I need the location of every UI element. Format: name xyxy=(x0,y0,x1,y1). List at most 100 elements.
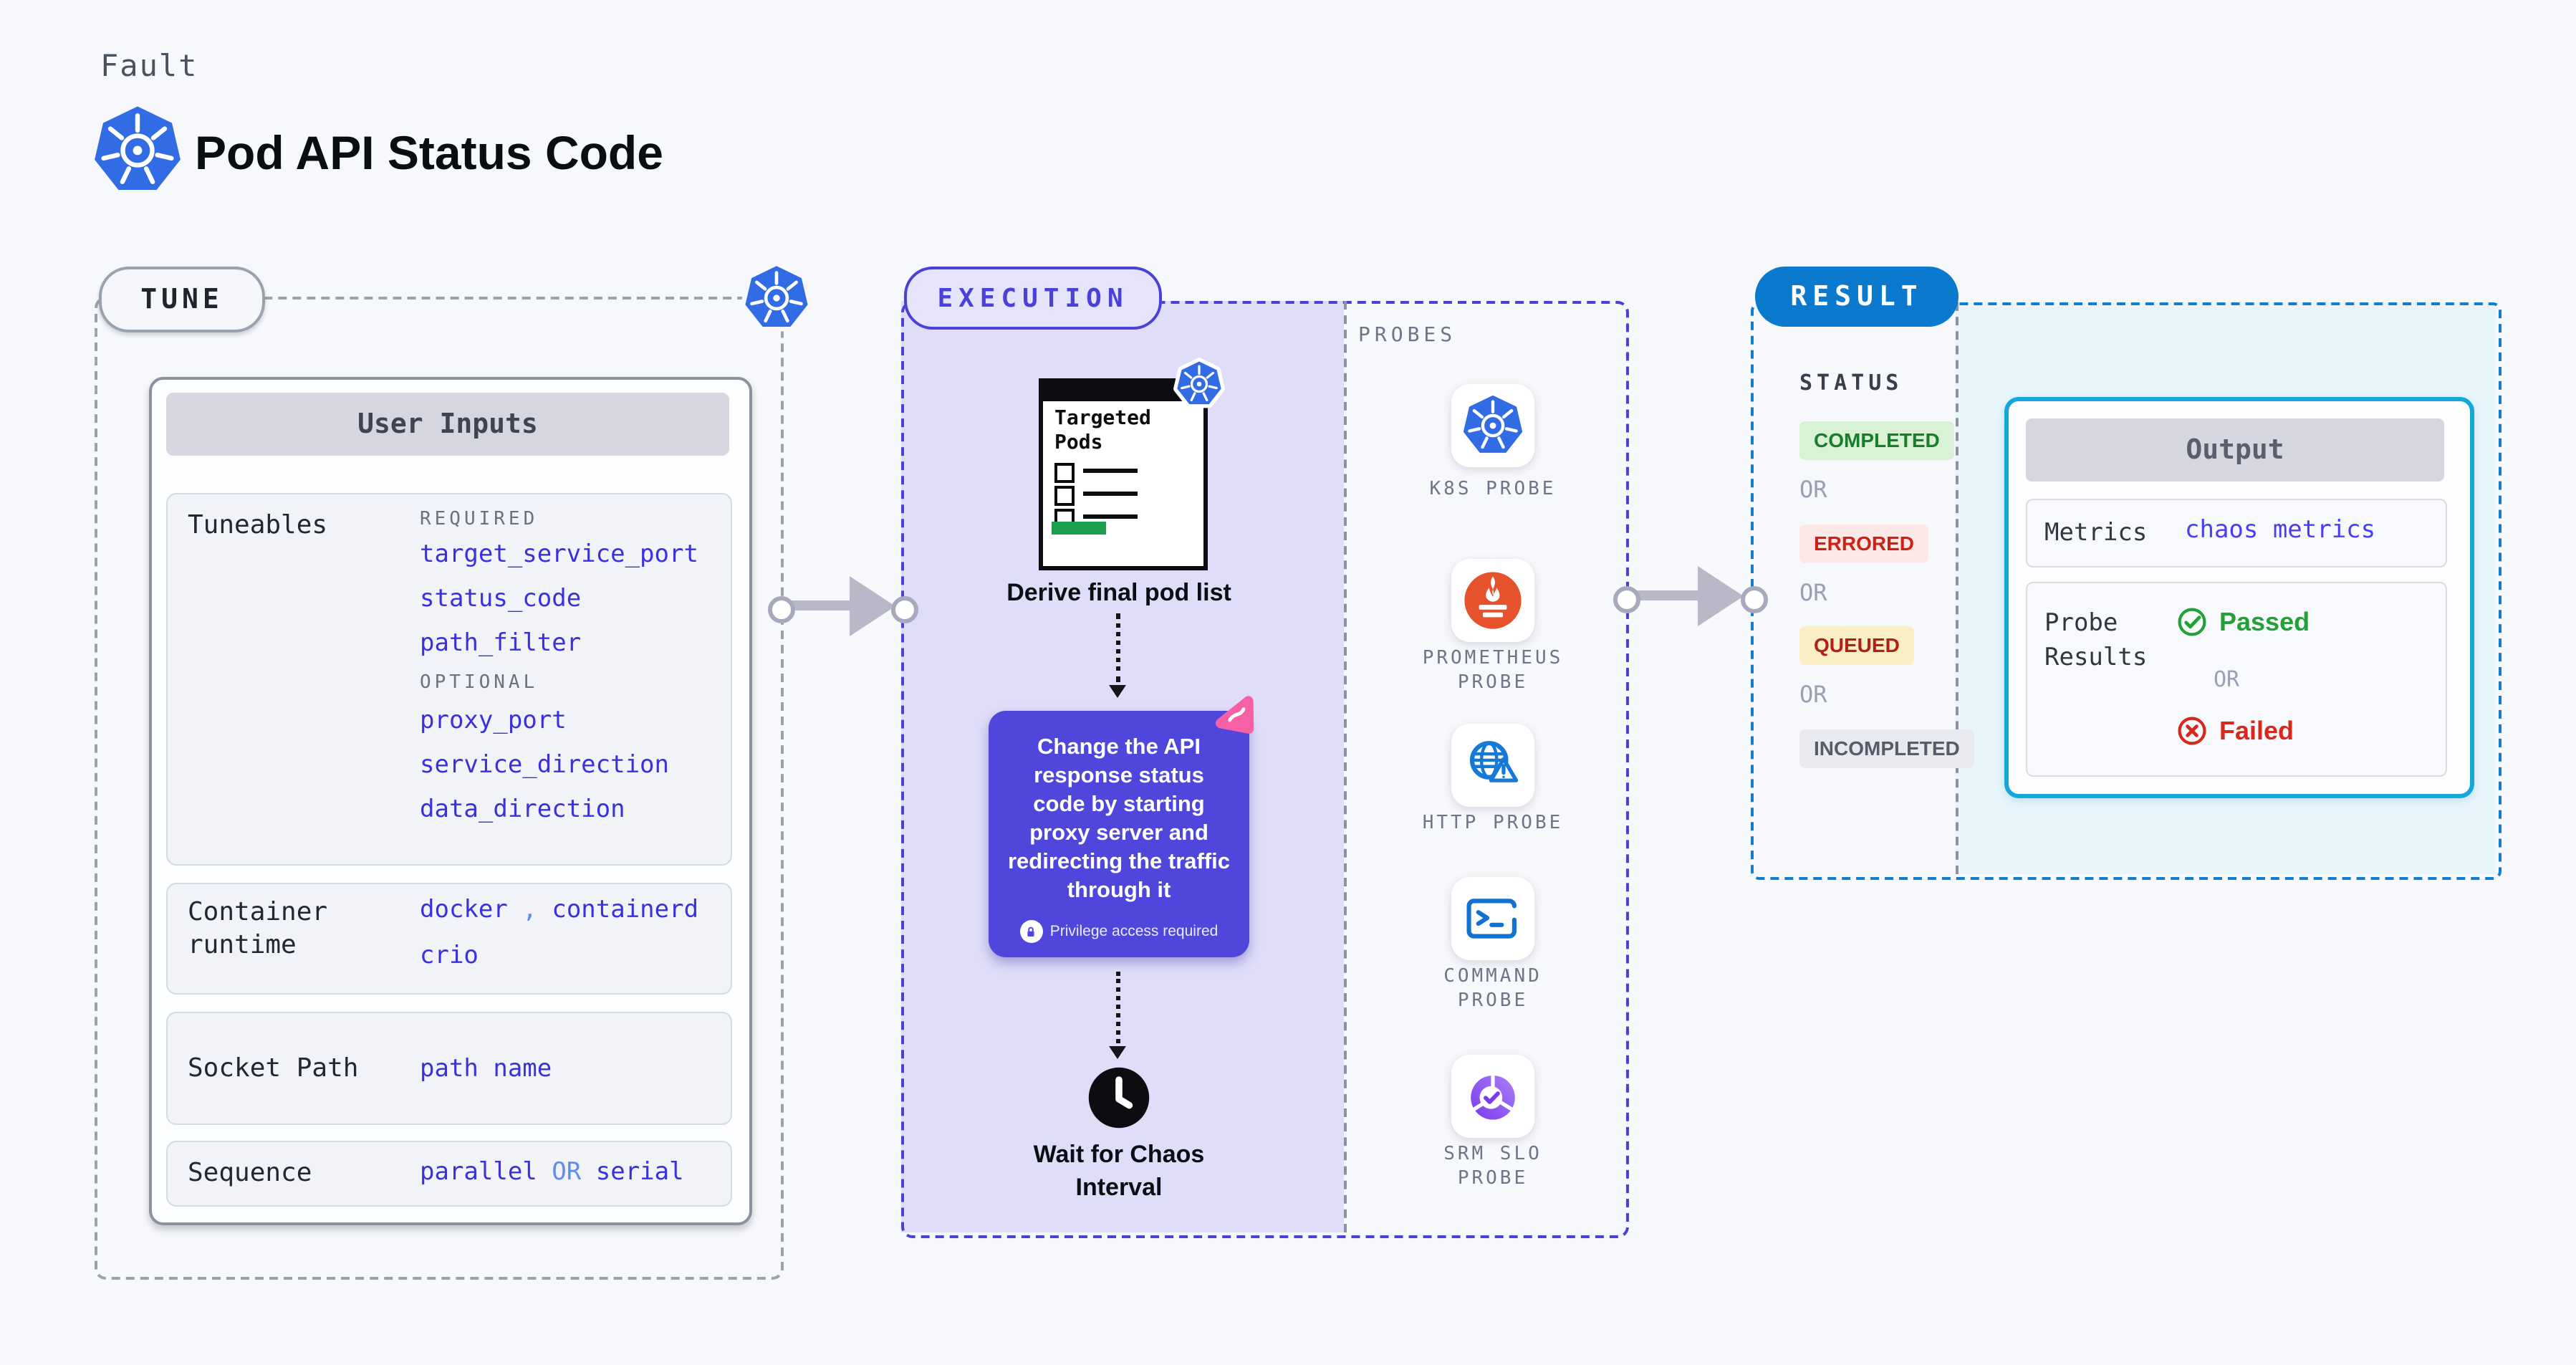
metrics-row: Metrics chaos metrics xyxy=(2026,499,2447,567)
globe-alert-icon xyxy=(1469,741,1519,782)
tuneable-data-direction: data_direction xyxy=(420,795,625,824)
privilege-note-row: Privilege access required xyxy=(989,920,1249,943)
srm-slo-probe-card xyxy=(1451,1055,1534,1138)
status-badge-queued: QUEUED xyxy=(1799,626,1914,665)
metrics-value: chaos metrics xyxy=(2185,516,2376,545)
or-label: OR xyxy=(2214,666,2240,692)
probe-label: K8S PROBE xyxy=(1429,479,1557,500)
connector-dot xyxy=(1613,586,1640,613)
container-runtime-values: docker , containerd xyxy=(420,896,698,924)
status-badge-errored: ERRORED xyxy=(1799,525,1929,563)
or-label: OR xyxy=(1799,579,1827,606)
flow-arrow xyxy=(787,600,852,610)
comma-separator: , xyxy=(522,896,537,924)
tune-section-box xyxy=(95,297,784,1280)
socket-path-row: Socket Path path name xyxy=(166,1012,732,1125)
slo-donut-icon xyxy=(1470,1073,1516,1120)
status-title: STATUS xyxy=(1799,370,1903,396)
or-label: OR xyxy=(1799,476,1827,503)
kubernetes-icon xyxy=(1173,358,1225,408)
socket-path-value: path name xyxy=(420,1055,552,1083)
probe-label: PROMETHEUS PROBE xyxy=(1422,648,1564,694)
probe-results-label: Probe Results xyxy=(2044,609,2148,672)
page-title: Pod API Status Code xyxy=(195,126,663,179)
prometheus-probe-card xyxy=(1451,559,1534,642)
list-line xyxy=(1083,492,1138,495)
tuneables-row: Tuneables REQUIRED target_service_port s… xyxy=(166,493,732,866)
fault-eyebrow: Fault xyxy=(100,49,198,83)
value-crio: crio xyxy=(420,942,479,970)
probe-results-row: Probe Results Passed OR Failed xyxy=(2026,582,2447,777)
http-probe-card xyxy=(1451,724,1534,807)
probes-title: PROBES xyxy=(1358,324,1457,347)
chaos-scribble-icon xyxy=(1215,696,1254,734)
kubernetes-icon xyxy=(1461,394,1524,457)
flow-arrow-head xyxy=(850,576,895,636)
clock-icon xyxy=(1088,1067,1150,1129)
sequence-values: parallel OR serial xyxy=(420,1158,684,1187)
tuneable-proxy-port: proxy_port xyxy=(420,707,567,735)
output-header: Output xyxy=(2026,418,2444,482)
dotted-arrow-head xyxy=(1109,685,1126,698)
kubernetes-icon xyxy=(92,103,183,198)
kubernetes-icon xyxy=(740,261,813,332)
terminal-icon xyxy=(1466,899,1517,939)
check-circle-icon xyxy=(2178,608,2206,636)
passed-result: Passed xyxy=(2176,606,2310,638)
execution-pill: EXECUTION xyxy=(904,267,1162,330)
passed-label: Passed xyxy=(2219,607,2310,636)
container-runtime-row: Container runtime docker , containerd cr… xyxy=(166,883,732,995)
connector-dot xyxy=(1741,586,1768,613)
result-pill: RESULT xyxy=(1755,267,1959,327)
checkbox-icon xyxy=(1054,463,1075,483)
tuneable-status-code: status_code xyxy=(420,585,582,613)
probe-label: COMMAND PROBE xyxy=(1443,966,1542,1012)
derive-pod-list-caption: Derive final pod list xyxy=(1006,579,1231,606)
tuneables-label: Tuneables xyxy=(188,510,328,540)
dotted-arrow-head xyxy=(1109,1046,1126,1059)
connector-dot xyxy=(891,596,918,623)
chaos-action-box: Change the API response status code by s… xyxy=(989,711,1249,957)
wait-chaos-interval-caption: Wait for Chaos Interval xyxy=(1033,1141,1205,1201)
list-line xyxy=(1083,469,1138,472)
failed-label: Failed xyxy=(2219,716,2294,744)
status-badge-completed: COMPLETED xyxy=(1799,421,1954,460)
flow-arrow-head xyxy=(1698,566,1744,626)
probes-divider xyxy=(1344,301,1347,1232)
dotted-arrow xyxy=(1116,613,1120,682)
required-label: REQUIRED xyxy=(420,509,539,530)
probe-label: HTTP PROBE xyxy=(1422,813,1564,834)
value-parallel: parallel xyxy=(420,1158,537,1187)
checkbox-icon xyxy=(1054,486,1075,506)
probe-label: SRM SLO PROBE xyxy=(1443,1144,1542,1189)
value-docker: docker xyxy=(420,896,508,924)
flow-arrow xyxy=(1632,590,1701,600)
value-serial: serial xyxy=(595,1158,684,1187)
status-badge-incompleted: INCOMPLETED xyxy=(1799,729,1974,768)
connector-dot xyxy=(768,596,795,623)
chaos-action-text: Change the API response status code by s… xyxy=(1007,735,1231,903)
sequence-row: Sequence parallel OR serial xyxy=(166,1141,732,1207)
tune-pill: TUNE xyxy=(99,267,265,332)
value-containerd: containerd xyxy=(552,896,699,924)
command-probe-card xyxy=(1451,877,1534,960)
progress-bar xyxy=(1052,522,1106,535)
optional-label: OPTIONAL xyxy=(420,672,539,694)
socket-path-label: Socket Path xyxy=(188,1053,359,1083)
tuneable-target-service-port: target_service_port xyxy=(420,540,698,569)
tuneable-service-direction: service_direction xyxy=(420,751,669,780)
user-inputs-header: User Inputs xyxy=(166,393,729,456)
or-label: OR xyxy=(1799,681,1827,708)
output-card: Output Metrics chaos metrics Probe Resul… xyxy=(2004,397,2474,798)
result-divider xyxy=(1956,302,1959,874)
or-separator: OR xyxy=(552,1158,582,1187)
list-line xyxy=(1083,514,1138,518)
tuneable-path-filter: path_filter xyxy=(420,629,582,658)
dotted-arrow xyxy=(1116,972,1120,1043)
metrics-label: Metrics xyxy=(2044,519,2148,547)
targeted-pods-title: Targeted Pods xyxy=(1054,407,1151,454)
prometheus-icon xyxy=(1464,572,1522,629)
k8s-probe-card xyxy=(1451,384,1534,467)
lock-icon xyxy=(1019,920,1043,943)
